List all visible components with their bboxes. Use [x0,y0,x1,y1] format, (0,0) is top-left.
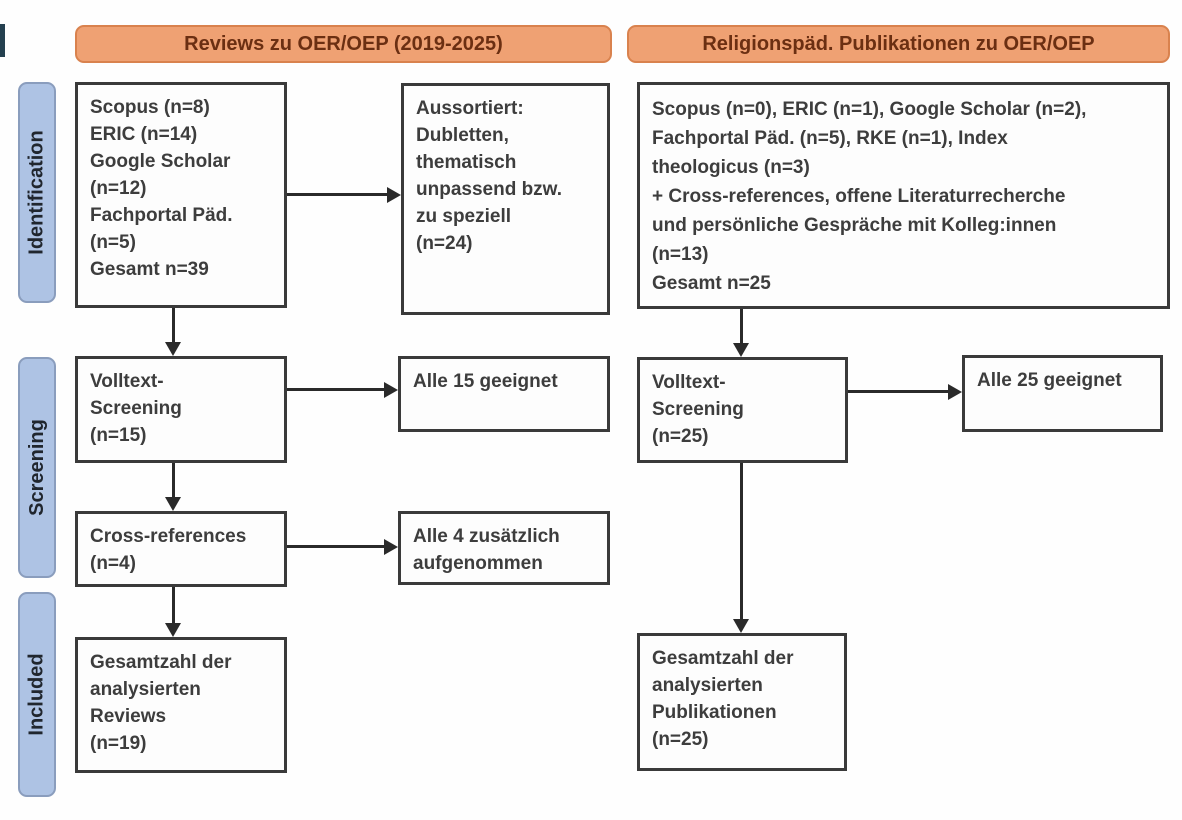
arrow-head-left-sources-to-fulltext [165,342,181,356]
arrow-line-right-fulltext-to-included [740,463,743,619]
box-left-total-included: Gesamtzahl der analysierten Reviews (n=1… [75,637,287,773]
column-header-religionspaed: Religionspäd. Publikationen zu OER/OEP [627,25,1170,63]
arrow-head-right-fulltext-to-included [733,619,749,633]
box-right-fulltext-screening: Volltext- Screening (n=25) [637,357,848,463]
arrow-line-left-fulltext-to-eligible [287,388,386,391]
edge-artifact [0,24,5,57]
arrow-head-left-fulltext-to-eligible [384,382,398,398]
box-right-sources: Scopus (n=0), ERIC (n=1), Google Scholar… [637,82,1170,309]
column-header-reviews: Reviews zu OER/OEP (2019-2025) [75,25,612,63]
stage-label-screening: Screening [18,357,56,578]
stage-label-included: Included [18,592,56,797]
arrow-line-left-sources-to-excluded [287,193,389,196]
arrow-line-right-fulltext-to-eligible [848,390,950,393]
arrow-line-right-sources-to-fulltext [740,309,743,345]
arrow-head-left-sources-to-excluded [387,187,401,203]
stage-label-identification-text: Identification [25,130,48,255]
box-right-total-included: Gesamtzahl der analysierten Publikatione… [637,633,847,771]
box-left-sources: Scopus (n=8) ERIC (n=14) Google Scholar … [75,82,287,308]
box-left-fulltext-screening: Volltext- Screening (n=15) [75,356,287,463]
stage-label-included-text: Included [25,653,48,736]
box-left-excluded: Aussortiert: Dubletten, thematisch unpas… [401,83,610,315]
arrow-head-left-crossref-to-included [165,623,181,637]
box-left-added: Alle 4 zusätzlich aufgenommen [398,511,610,585]
arrow-head-right-fulltext-to-eligible [948,384,962,400]
arrow-line-left-crossref-to-added [287,545,386,548]
arrow-line-left-crossref-to-included [172,587,175,623]
stage-label-screening-text: Screening [25,419,48,516]
box-left-crossreferences: Cross-references (n=4) [75,511,287,587]
arrow-head-left-crossref-to-added [384,539,398,555]
box-left-all-eligible: Alle 15 geeignet [398,356,610,432]
arrow-head-right-sources-to-fulltext [733,343,749,357]
stage-label-identification: Identification [18,82,56,303]
box-right-all-eligible: Alle 25 geeignet [962,355,1163,432]
arrow-line-left-fulltext-to-crossref [172,463,175,499]
arrow-line-left-sources-to-fulltext [172,308,175,344]
arrow-head-left-fulltext-to-crossref [165,497,181,511]
